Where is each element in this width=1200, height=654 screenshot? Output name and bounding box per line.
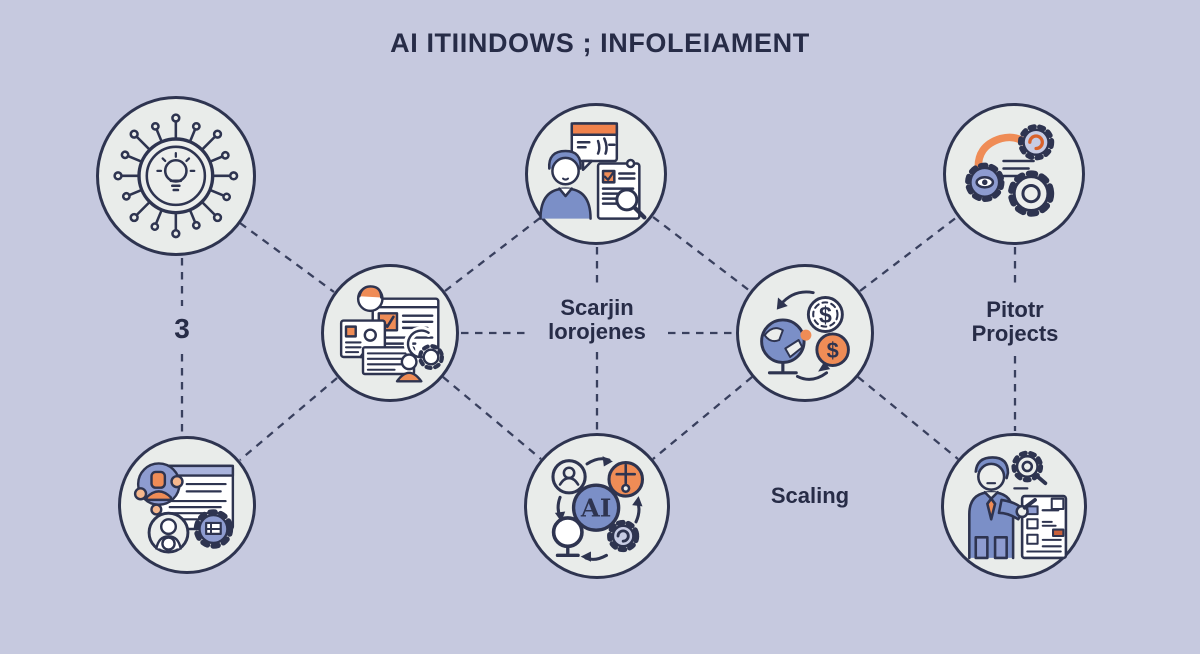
connector-line	[239, 377, 338, 461]
person-report-search-icon	[539, 122, 647, 221]
team-documents-icon	[340, 285, 445, 383]
connector-line	[652, 216, 751, 292]
label-right-connector: Pitotr Projects	[971, 297, 1059, 346]
page-title: AI ITIINDOWS ; INFOLEIAMENT	[390, 28, 810, 58]
connector-line	[652, 376, 753, 460]
node-person-report	[525, 103, 667, 245]
node-globe-money: $ $	[736, 264, 874, 402]
dollar-sign-light: $	[819, 302, 832, 328]
label-bottom-connector: Scaling	[770, 483, 850, 508]
connector-line	[442, 376, 542, 460]
node-workforce-window	[118, 436, 256, 574]
connector-line	[444, 217, 541, 292]
label-center-connector: Scarjin lorojenes	[548, 295, 646, 344]
ai-badge-text: AI	[579, 493, 610, 522]
ai-process-cycle-icon: AI	[551, 455, 644, 562]
label-step-number: 3	[174, 313, 190, 344]
node-ai-chip	[96, 96, 256, 256]
connector-line	[857, 376, 959, 460]
globe-currency-exchange-icon: $ $	[760, 290, 851, 382]
connector-group	[180, 216, 1017, 461]
automation-gears-eye-icon	[965, 124, 1055, 218]
node-team-documents	[321, 264, 459, 402]
connector-line	[239, 222, 335, 293]
node-presenter-checklist	[941, 433, 1087, 579]
presenter-checklist-icon	[967, 450, 1067, 559]
connector-line	[859, 216, 958, 292]
ai-circuit-bulb-icon	[113, 113, 239, 239]
dollar-sign-orange: $	[827, 339, 839, 364]
workforce-window-gear-icon	[134, 462, 235, 554]
node-ai-cycle: AI	[524, 433, 670, 579]
node-automation-gears	[943, 103, 1085, 245]
